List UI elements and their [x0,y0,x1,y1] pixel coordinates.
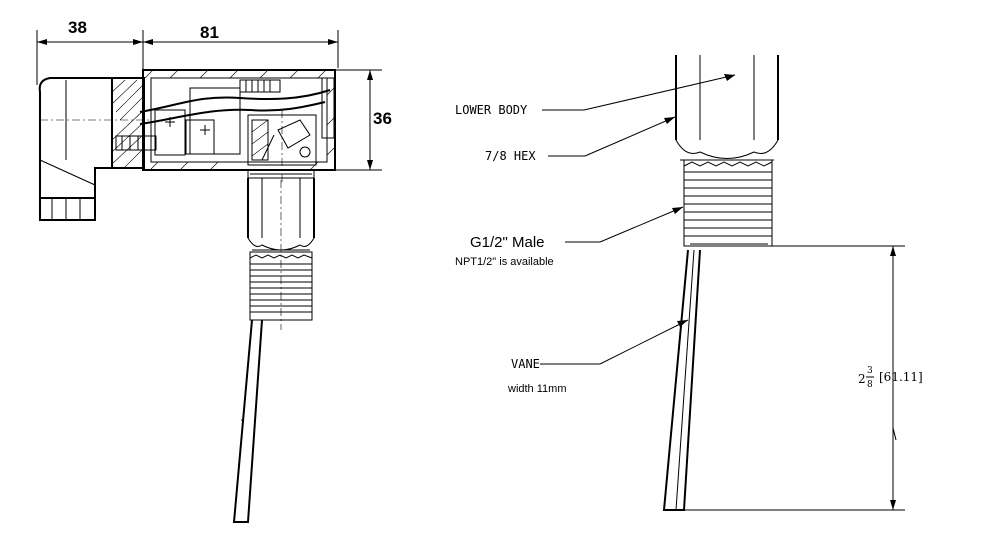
right-view: 2 3 8 [61.11] LOWER BODY 7/8 HEX G1/2" M… [455,55,923,511]
left-view: 38 81 36 [36,18,392,523]
dim-38-label: 38 [68,18,87,37]
connector-plug [38,77,157,221]
switch-housing [139,69,336,182]
vane-left [232,319,263,523]
callout-vane: VANE [511,357,540,371]
dim-81-label: 81 [200,23,219,42]
vane-length-metric: [61.11] [879,370,923,384]
vane-length-numerator: 3 [867,366,873,376]
vane-right [662,249,701,511]
height-dimension [335,69,382,171]
stem-body [247,169,315,330]
vane-length-whole: 2 [858,372,866,386]
callout-thread: G1/2" Male [470,234,545,251]
lower-body [675,55,779,161]
dim-36-label: 36 [373,109,392,128]
top-dimensions [36,30,339,85]
callout-thread-note: NPT1/2" is available [455,256,554,268]
callout-lower-body: LOWER BODY [455,103,528,117]
vane-length-denominator: 8 [867,380,873,390]
callout-vane-width: width 11mm [507,383,566,395]
callout-hex: 7/8 HEX [485,149,536,163]
vane-length-dimension [684,245,905,511]
callout-leaders [540,74,736,365]
thread-section [683,159,773,247]
